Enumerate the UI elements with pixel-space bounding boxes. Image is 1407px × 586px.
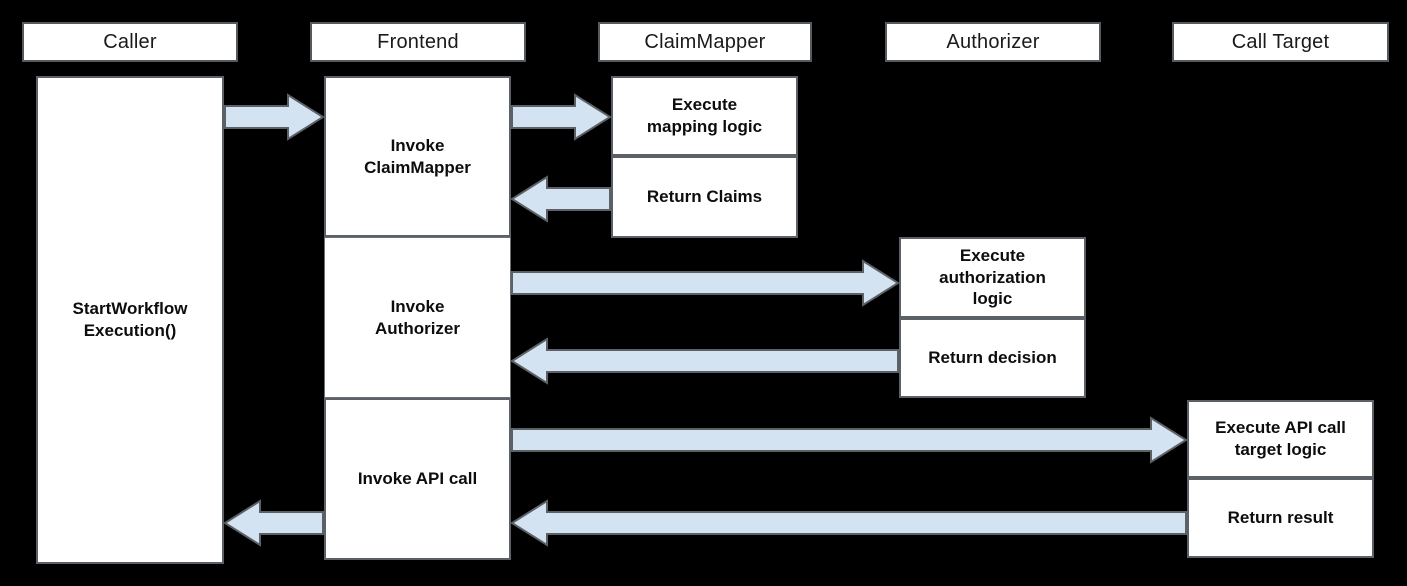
message-arrow-authorizer-to-frontend (510, 337, 899, 385)
activation-calltarget-execute-api-call-target-logic-label: Execute API call target logic (1215, 418, 1346, 459)
lane-header-claimmapper-label: ClaimMapper (644, 30, 766, 53)
activation-frontend-invoke-claimmapper: Invoke ClaimMapper (324, 76, 511, 237)
message-arrow-claimmapper-to-frontend (510, 175, 611, 223)
activation-authorizer-return-decision-label: Return decision (928, 348, 1057, 368)
activation-caller-start-workflow-label: StartWorkflow Execution() (72, 299, 188, 340)
activation-authorizer-execute-authorization-logic-label: Execute authorization logic (939, 245, 1046, 309)
lane-header-frontend-label: Frontend (377, 30, 459, 53)
activation-calltarget-return-result-label: Return result (1227, 508, 1334, 528)
activation-frontend-invoke-authorizer-label: Invoke Authorizer (375, 296, 460, 338)
lane-header-caller-label: Caller (103, 30, 157, 53)
activation-authorizer-execute-authorization-logic: Execute authorization logic (899, 237, 1086, 318)
activation-authorizer-return-decision: Return decision (899, 318, 1086, 398)
activation-calltarget-execute-api-call-target-logic: Execute API call target logic (1187, 400, 1374, 478)
message-arrow-frontend-to-calltarget (511, 416, 1188, 464)
lane-header-claimmapper: ClaimMapper (598, 22, 812, 62)
message-arrow-calltarget-to-frontend (510, 499, 1187, 547)
message-arrow-frontend-to-caller (223, 499, 324, 547)
activation-frontend-invoke-authorizer: Invoke Authorizer (324, 237, 511, 398)
lane-header-authorizer-label: Authorizer (946, 30, 1040, 53)
activation-claimmapper-execute-mapping-logic-label: Execute mapping logic (646, 95, 763, 136)
message-arrow-caller-to-frontend (224, 93, 325, 141)
activation-frontend-invoke-api-call: Invoke API call (324, 398, 511, 560)
message-arrow-frontend-to-claimmapper (511, 93, 612, 141)
activation-claimmapper-return-claims-label: Return Claims (646, 187, 763, 207)
lane-header-authorizer: Authorizer (885, 22, 1101, 62)
activation-claimmapper-execute-mapping-logic: Execute mapping logic (611, 76, 798, 156)
message-arrow-frontend-to-authorizer (511, 259, 900, 307)
lane-header-calltarget: Call Target (1172, 22, 1389, 62)
lane-header-calltarget-label: Call Target (1231, 30, 1330, 53)
activation-frontend-invoke-api-call-label: Invoke API call (357, 469, 478, 489)
activation-claimmapper-return-claims: Return Claims (611, 156, 798, 238)
activation-frontend-invoke-claimmapper-label: Invoke ClaimMapper (364, 135, 471, 177)
lane-header-frontend: Frontend (310, 22, 526, 62)
activation-caller-start-workflow: StartWorkflow Execution() (36, 76, 224, 564)
lane-header-caller: Caller (22, 22, 238, 62)
activation-calltarget-return-result: Return result (1187, 478, 1374, 558)
